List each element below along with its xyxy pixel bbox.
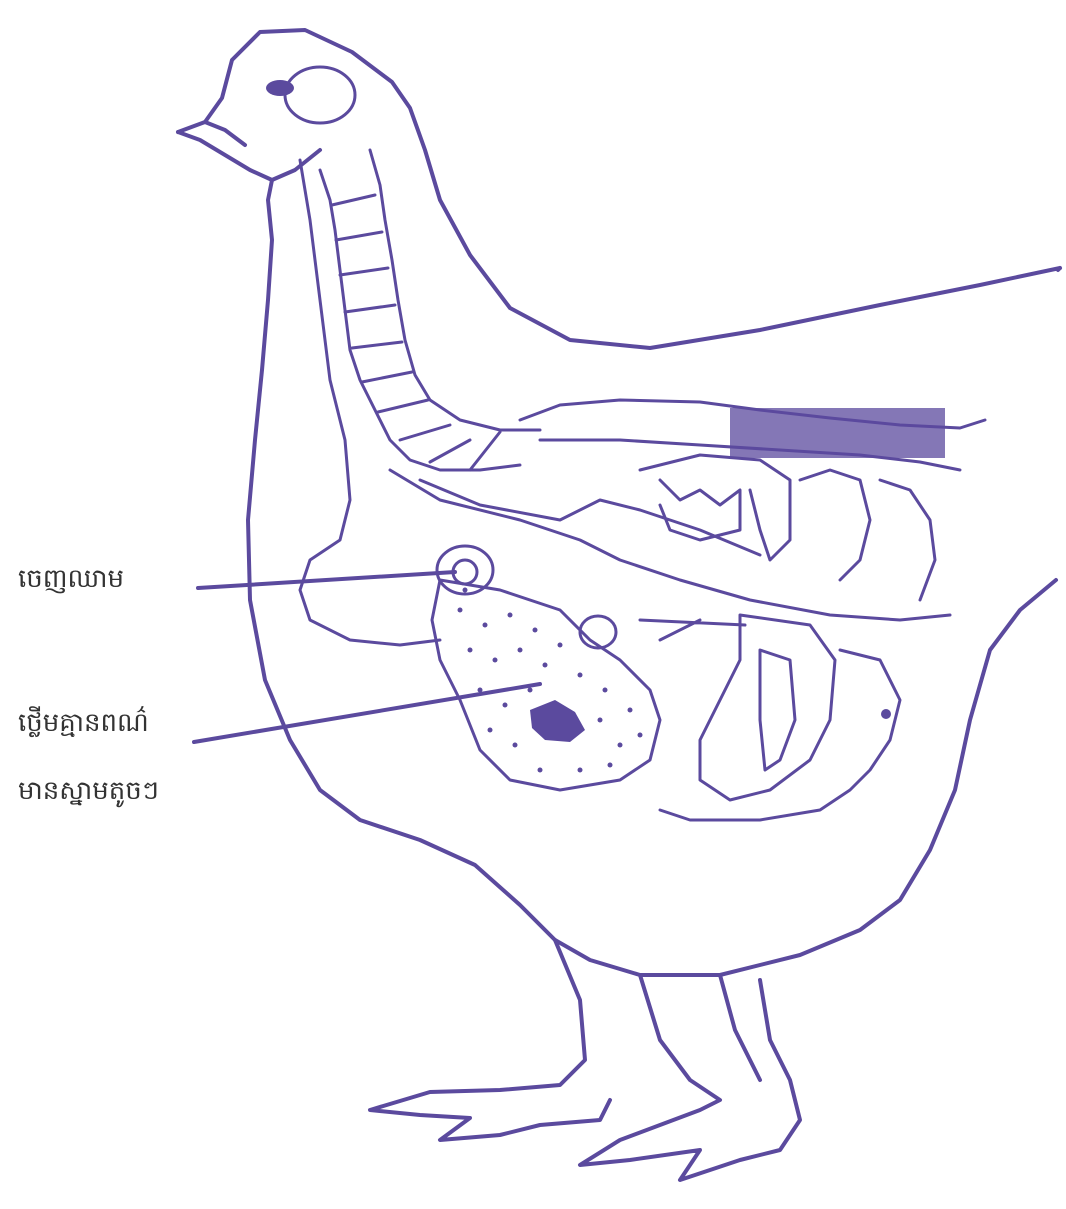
liver-dark-lesion	[530, 700, 585, 742]
gizzard-loop	[700, 615, 835, 800]
chicken-legs-outline	[370, 940, 800, 1180]
kidney-region	[730, 408, 945, 458]
neck-vertebrae-front	[320, 170, 520, 470]
gut-tube	[390, 470, 950, 620]
gallbladder-shape	[580, 616, 616, 648]
intestines-coils	[640, 455, 935, 600]
label-bleeding: ចេញឈាម	[18, 562, 124, 600]
eye-icon	[266, 80, 294, 96]
head-brain-shape	[285, 67, 355, 123]
chicken-body-outline	[178, 30, 1060, 975]
leader-line-liver	[194, 684, 540, 742]
neck-vertebrae-segments	[332, 195, 500, 470]
liver-shape	[432, 580, 660, 790]
label-pale-liver: ថ្លើមគ្មានពណ៌	[18, 706, 149, 744]
chicken-head-outline	[178, 122, 320, 180]
neck-vertebrae-back	[370, 150, 540, 430]
leader-line-heart	[198, 572, 455, 588]
label-small-spots: មានស្នាមតូចៗ	[18, 774, 159, 812]
vent-dot	[881, 709, 891, 719]
liver-spots	[458, 588, 643, 773]
